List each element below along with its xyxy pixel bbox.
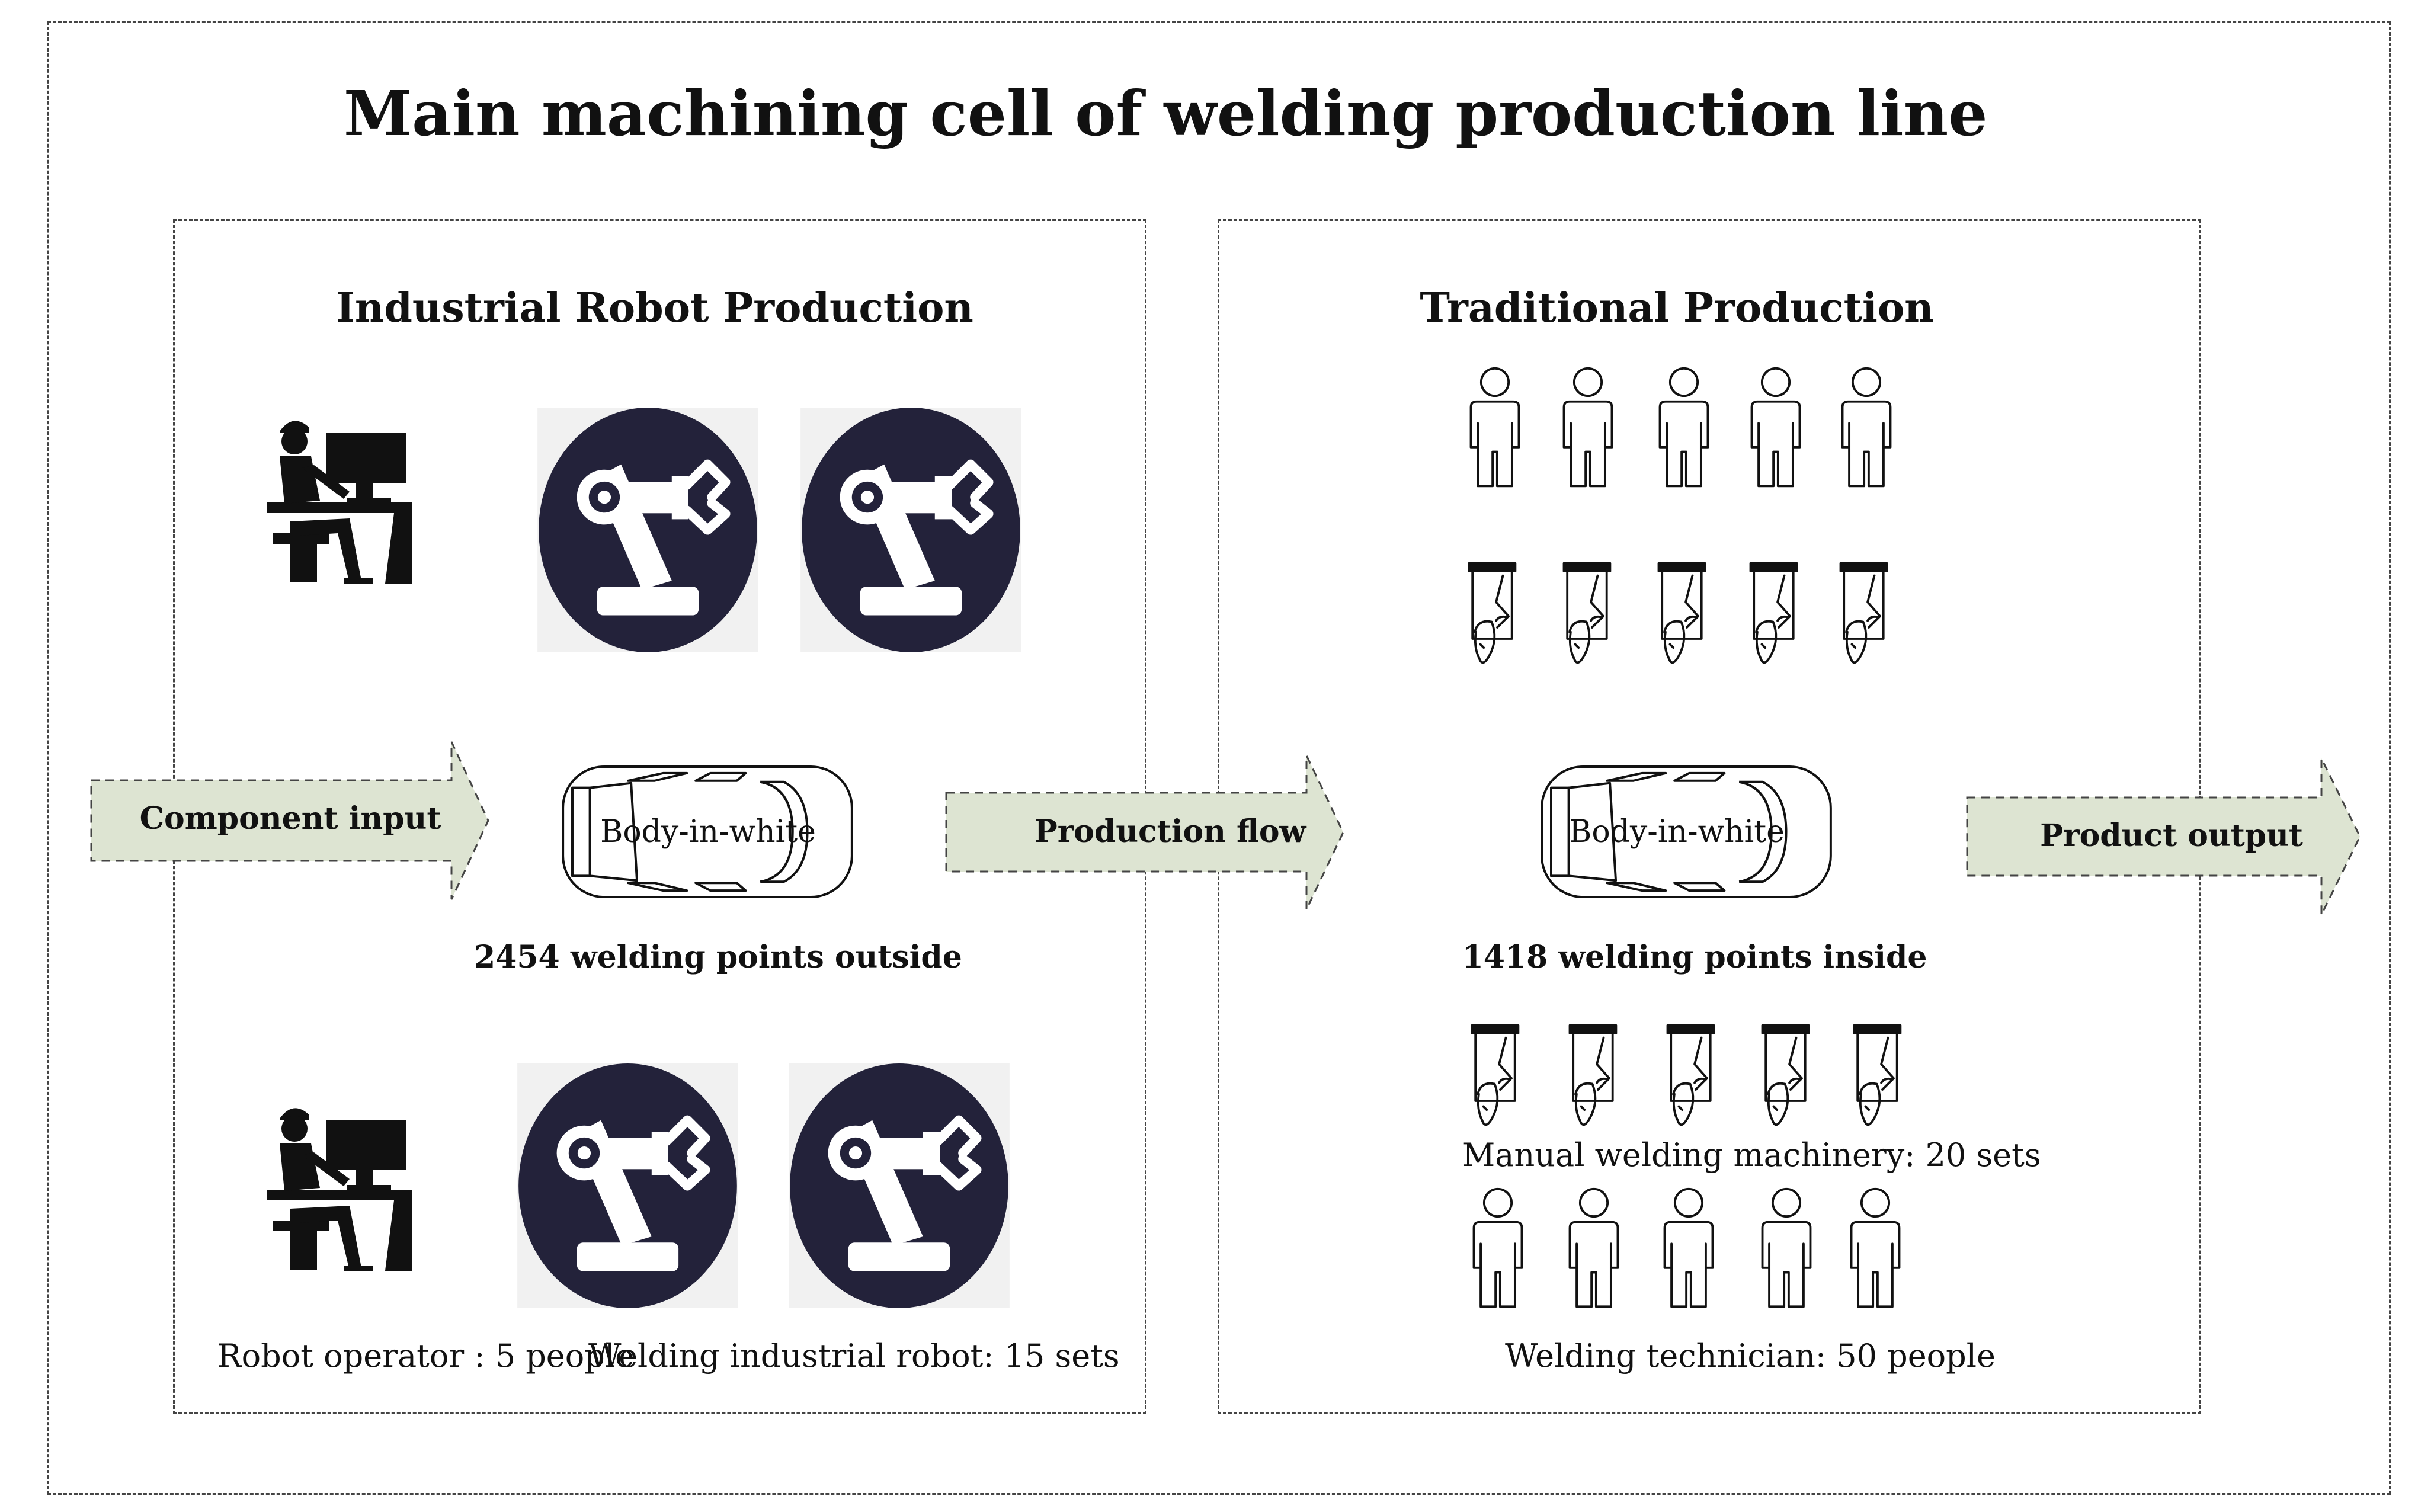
person-outline-icon — [1757, 1187, 1816, 1312]
production-flow-arrow — [945, 755, 1344, 910]
welding-machine-icon — [1558, 560, 1615, 672]
right-welding-points: 1418 welding points inside — [1462, 939, 1927, 975]
product-output-label: Product output — [2040, 818, 2303, 854]
robot-arm-icon — [789, 1063, 1010, 1308]
person-outline-icon — [1654, 366, 1714, 492]
production-flow-label: Production flow — [1034, 813, 1306, 850]
right-panel-title: Traditional Production — [1420, 284, 1934, 332]
welding-machine-icon — [1653, 560, 1709, 672]
person-outline-icon — [1846, 1187, 1905, 1312]
operator-caption: Robot operator : 5 people — [217, 1337, 635, 1375]
robot-caption: Welding industrial robot: 15 sets — [588, 1337, 1120, 1375]
welding-machine-icon — [1463, 560, 1520, 672]
diagram-title: Main machining cell of welding productio… — [344, 77, 1988, 150]
component-input-arrow — [90, 741, 489, 900]
welding-machine-icon — [1757, 1022, 1813, 1135]
robot-arm-icon — [517, 1063, 738, 1308]
person-outline-icon — [1837, 366, 1896, 492]
technician-caption: Welding technician: 50 people — [1505, 1337, 1996, 1375]
product-output-arrow — [1966, 758, 2361, 915]
welding-machine-icon — [1662, 1022, 1718, 1135]
welding-machine-icon — [1835, 560, 1891, 672]
right-car-label: Body-in-white — [1569, 814, 1785, 850]
machinery-caption: Manual welding machinery: 20 sets — [1462, 1136, 2041, 1174]
person-outline-icon — [1558, 366, 1618, 492]
welding-machine-icon — [1466, 1022, 1523, 1135]
left-car-label: Body-in-white — [600, 814, 816, 850]
person-outline-icon — [1465, 366, 1525, 492]
left-welding-points: 2454 welding points outside — [474, 939, 962, 975]
left-panel-title: Industrial Robot Production — [336, 284, 973, 332]
welding-machine-icon — [1564, 1022, 1620, 1135]
person-outline-icon — [1746, 366, 1805, 492]
person-outline-icon — [1468, 1187, 1527, 1312]
person-outline-icon — [1564, 1187, 1623, 1312]
operator-icon — [267, 415, 421, 592]
welding-machine-icon — [1849, 1022, 1905, 1135]
robot-arm-icon — [800, 408, 1021, 652]
outer-frame — [47, 21, 2391, 1495]
robot-arm-icon — [537, 408, 758, 652]
operator-icon — [267, 1102, 421, 1280]
welding-machine-icon — [1745, 560, 1801, 672]
component-input-label: Component input — [139, 800, 441, 837]
person-outline-icon — [1659, 1187, 1718, 1312]
